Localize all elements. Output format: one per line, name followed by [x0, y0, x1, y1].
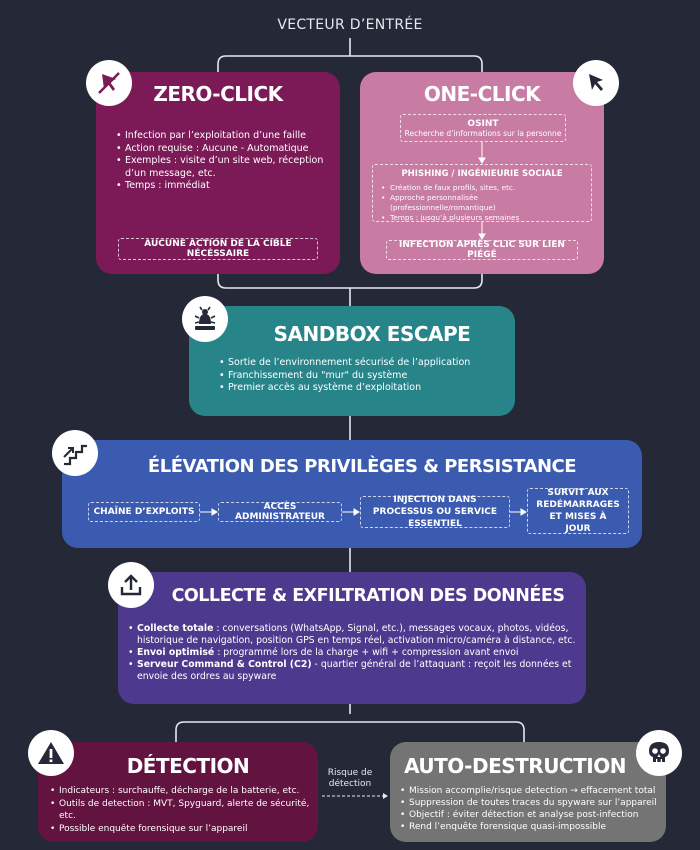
warning-icon: [28, 730, 74, 776]
zero-click-footer: AUCUNE ACTION DE LA CIBLE NÉCÉSSAIRE: [118, 238, 318, 260]
cursor-icon: [573, 60, 619, 106]
detection-bullets: Indicateurs : surchauffe, décharge de la…: [50, 785, 318, 835]
detection-title: DÉTECTION: [126, 754, 250, 778]
one-click-box: ONE-CLICK OSINT Recherche d’informations…: [360, 72, 604, 274]
step-exploit-chain: CHAÎNE D’EXPLOITS: [88, 502, 200, 522]
list-item: Possible enquête forensique sur l’appare…: [50, 823, 318, 836]
collecte-box: COLLECTE & EXFILTRATION DES DONNÉES Coll…: [118, 572, 586, 704]
elevation-title: ÉLÉVATION DES PRIVILÈGES & PERSISTANCE: [147, 456, 577, 477]
one-click-footer: INFECTION APRÈS CLIC SUR LIEN PIÉGÉ: [386, 240, 578, 260]
auto-destruction-box: AUTO-DESTRUCTION Mission accomplie/risqu…: [390, 742, 666, 842]
osint-title: OSINT: [467, 118, 499, 129]
osint-desc: Recherche d’informations sur la personne: [404, 128, 562, 138]
zero-click-box: ZERO-CLICK Infection par l’exploitation …: [96, 72, 340, 274]
step-process-injection: INJECTION DANS PROCESSUS OU SERVICE ESSE…: [360, 495, 510, 529]
auto-destruction-title: AUTO-DESTRUCTION: [404, 754, 626, 778]
list-item: Envoi optimisé : programmé lors de la ch…: [128, 647, 584, 659]
sandbox-box: SANDBOX ESCAPE Sortie de l’environnement…: [189, 306, 515, 416]
one-click-title: ONE-CLICK: [423, 82, 541, 106]
phishing-box: PHISHING / INGÉNIEURIE SOCIALE Création …: [372, 164, 592, 223]
osint-box: OSINT Recherche d’informations sur la pe…: [400, 114, 566, 142]
list-item: Indicateurs : surchauffe, décharge de la…: [50, 785, 318, 798]
sandbox-bullets: Sortie de l’environnement sécurisé de l’…: [219, 357, 509, 395]
detection-box: DÉTECTION Indicateurs : surchauffe, déch…: [38, 742, 318, 842]
phishing-bullets: Création de faux profils, sites, etc. Ap…: [381, 183, 583, 223]
list-item: Approche personnalisée (professionnelle/…: [381, 193, 583, 213]
collecte-title: COLLECTE & EXFILTRATION DES DONNÉES: [171, 586, 565, 606]
phishing-title: PHISHING / INGÉNIEURIE SOCIALE: [401, 169, 563, 179]
list-item: Suppression de toutes traces du spyware …: [400, 797, 664, 809]
stairs-icon: [52, 430, 98, 476]
upload-icon: [108, 562, 154, 608]
collecte-bullets: Collecte totale : conversations (WhatsAp…: [128, 623, 584, 683]
auto-destruction-bullets: Mission accomplie/risque detection → eff…: [400, 785, 664, 833]
zero-click-bullets: Infection par l’exploitation d’une faill…: [116, 130, 330, 193]
list-item: Mission accomplie/risque detection → eff…: [400, 785, 664, 797]
cursor-crossed-icon: [86, 60, 132, 106]
one-click-arrows: [478, 142, 486, 240]
detection-risk-label: Risque de détection: [327, 768, 373, 789]
list-item: Sortie de l’environnement sécurisé de l’…: [219, 357, 509, 370]
skull-icon: [636, 730, 682, 776]
list-item: Action requise : Aucune - Automatique: [116, 143, 330, 156]
elevation-box: ÉLÉVATION DES PRIVILÈGES & PERSISTANCE C…: [62, 440, 642, 548]
list-item: Franchissement du "mur" du système: [219, 370, 509, 383]
list-item: Temps : immédiat: [116, 180, 330, 193]
list-item: Infection par l’exploitation d’une faill…: [116, 130, 330, 143]
list-item: Objectif : éviter détection et analyse p…: [400, 809, 664, 821]
sandbox-title: SANDBOX ESCAPE: [273, 322, 471, 346]
list-item: Collecte totale : conversations (WhatsAp…: [128, 623, 584, 647]
list-item: Exemples : visite d’un site web, récepti…: [116, 155, 330, 180]
step-admin-access: ACCÈS ADMINISTRATEUR: [218, 502, 342, 522]
list-item: Création de faux profils, sites, etc.: [381, 183, 583, 193]
header-title: VECTEUR D’ENTRÉE: [277, 17, 423, 33]
elevation-arrows: [200, 508, 527, 516]
bug-icon: [182, 296, 228, 342]
list-item: Serveur Command & Control (C2) - quartie…: [128, 659, 584, 683]
list-item: Temps : jusqu’à plusieurs semaines: [381, 213, 583, 223]
list-item: Premier accès au système d’exploitation: [219, 382, 509, 395]
list-item: Outils de detection : MVT, Spyguard, ale…: [50, 798, 318, 823]
step-persistence: SURVIT AUX REDÉMARRAGES ET MISES À JOUR: [527, 488, 629, 534]
list-item: Rend l’enquête forensique quasi-impossib…: [400, 821, 664, 833]
zero-click-title: ZERO-CLICK: [153, 82, 283, 106]
